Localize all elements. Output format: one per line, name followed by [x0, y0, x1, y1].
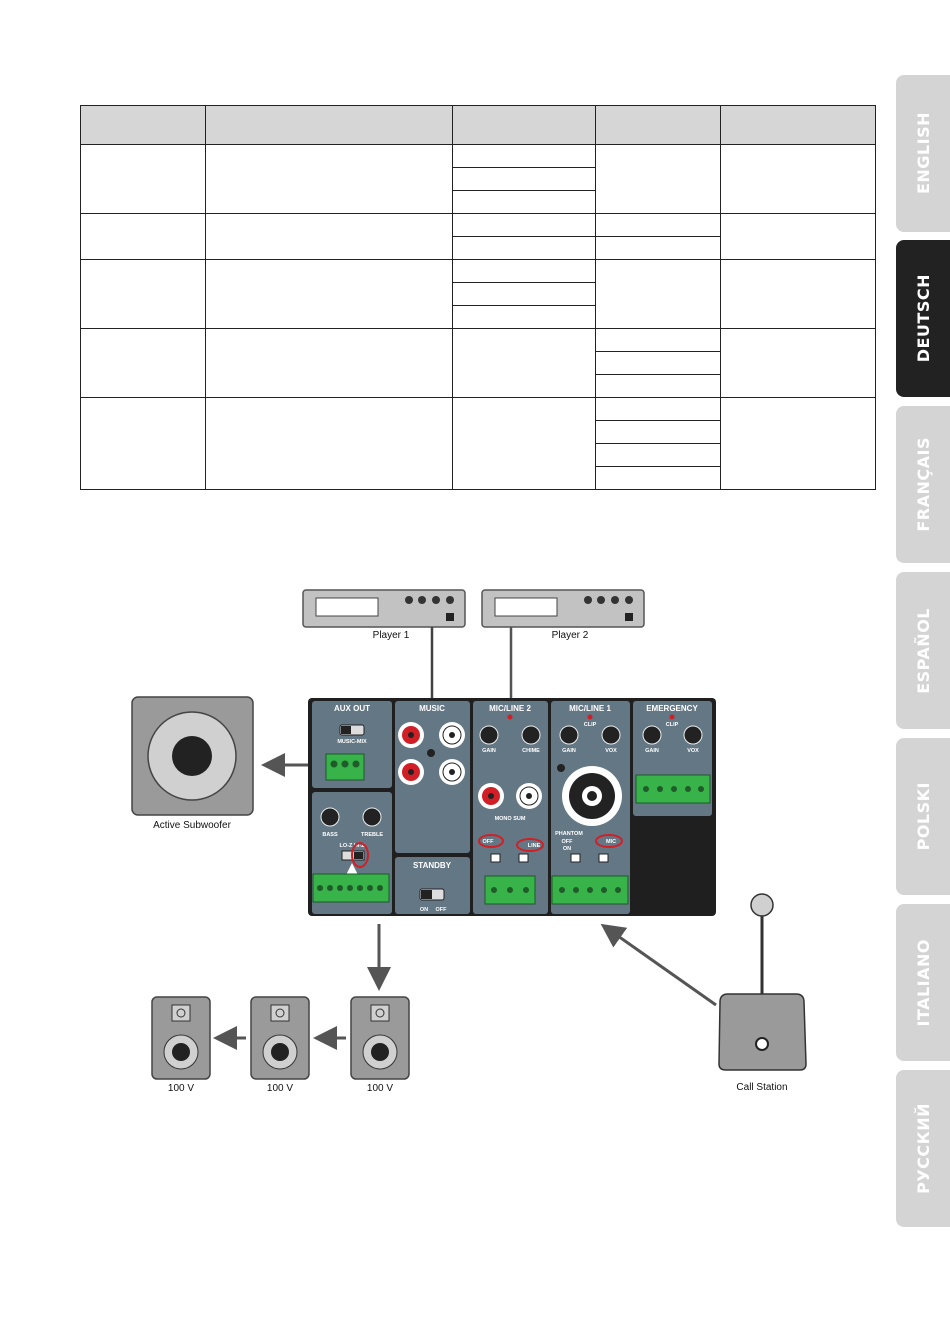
tab-russian[interactable]: РУССКИЙ: [896, 1070, 950, 1227]
table-cell: [80, 397, 206, 490]
table-header-cell: [595, 105, 721, 145]
chime-label: CHIME: [522, 748, 540, 754]
lo-hi-z-label: LO-Z HI-Z: [339, 843, 365, 849]
tab-italiano[interactable]: ITALIANO: [896, 904, 950, 1061]
table-cell: [595, 397, 721, 421]
speaker-1: 100 V: [151, 996, 211, 1094]
table-cell: [595, 351, 721, 375]
table-row: [80, 213, 876, 260]
table-cell: [595, 443, 721, 467]
treble-label: TREBLE: [361, 832, 383, 838]
emergency-label: EMERGENCY: [646, 704, 698, 713]
player-2: Player 2: [481, 589, 645, 641]
tab-espanol[interactable]: ESPAÑOL: [896, 572, 950, 729]
clip-label-1: CLIP: [584, 722, 597, 728]
table-cell: [205, 144, 453, 214]
table-header-cell: [80, 105, 206, 145]
standby-off-label: OFF: [436, 907, 448, 913]
amplifier-panel: AUX OUT MUSIC-MIX BASS TREBLE LO-Z HI-Z …: [308, 698, 716, 916]
table-cell: [595, 328, 721, 352]
table-row: [80, 397, 876, 490]
table-row: [80, 259, 876, 329]
phantom-on-label: ON: [563, 846, 571, 852]
call-station: Call Station: [718, 893, 807, 1093]
table-cell: [595, 259, 721, 329]
music-label: MUSIC: [419, 704, 445, 713]
active-subwoofer: Active Subwoofer: [131, 696, 254, 831]
line-label: LINE: [528, 843, 541, 849]
table-cell: [80, 144, 206, 214]
music-mix-label: MUSIC-MIX: [337, 739, 367, 745]
player-2-label: Player 2: [552, 630, 589, 641]
phantom-label: PHANTOM: [555, 831, 583, 837]
standby-on-label: ON: [420, 907, 428, 913]
table-row: [80, 328, 876, 398]
table-cell: [452, 144, 596, 168]
table-cell: [452, 236, 596, 260]
table-cell: [720, 213, 876, 260]
table-header-cell: [720, 105, 876, 145]
aux-out-label: AUX OUT: [334, 704, 370, 713]
table-cell: [595, 236, 721, 260]
mic-line-2-label: MIC/LINE 2: [489, 704, 531, 713]
table-row: [80, 144, 876, 214]
player-1-label: Player 1: [373, 630, 410, 641]
table-cell: [205, 397, 453, 490]
table-cell: [80, 328, 206, 398]
subwoofer-label: Active Subwoofer: [153, 820, 231, 831]
call-station-label: Call Station: [736, 1082, 787, 1093]
table-cell: [595, 466, 721, 490]
table-cell: [452, 190, 596, 214]
vox-label-1: VOX: [605, 748, 617, 754]
mic-line-1-label: MIC/LINE 1: [569, 704, 611, 713]
speaker-3-label: 100 V: [367, 1083, 393, 1094]
table-cell: [452, 397, 596, 490]
table-header-cell: [452, 105, 596, 145]
table-cell: [452, 259, 596, 283]
speaker-1-label: 100 V: [168, 1083, 194, 1094]
gain-label-2: GAIN: [482, 748, 496, 754]
tab-polski[interactable]: POLSKI: [896, 738, 950, 895]
phantom-off-label: OFF: [562, 839, 574, 845]
tab-english[interactable]: ENGLISH: [896, 75, 950, 232]
bass-label: BASS: [322, 832, 338, 838]
table-cell: [205, 259, 453, 329]
tab-deutsch[interactable]: DEUTSCH: [896, 240, 950, 397]
table-cell: [452, 328, 596, 398]
gain-label-emergency: GAIN: [645, 748, 659, 754]
clip-label-emergency: CLIP: [666, 722, 679, 728]
cable-call-station: [600, 923, 717, 1007]
speaker-3: 100 V: [350, 996, 410, 1094]
table-cell: [720, 397, 876, 490]
table-cell: [80, 213, 206, 260]
mono-sum-label: MONO SUM: [495, 816, 526, 822]
gain-label-1: GAIN: [562, 748, 576, 754]
off-label-2: OFF: [483, 839, 495, 845]
table-cell: [595, 213, 721, 237]
mic-label: MIC: [606, 839, 616, 845]
table-cell: [720, 144, 876, 214]
player-1: Player 1: [302, 589, 466, 641]
vox-label-emergency: VOX: [687, 748, 699, 754]
speaker-2-label: 100 V: [267, 1083, 293, 1094]
table-cell: [452, 213, 596, 237]
tab-francais[interactable]: FRANÇAIS: [896, 406, 950, 563]
table-cell: [720, 259, 876, 329]
standby-label: STANDBY: [413, 861, 452, 870]
speaker-2: 100 V: [250, 996, 310, 1094]
spec-table: [80, 105, 876, 490]
